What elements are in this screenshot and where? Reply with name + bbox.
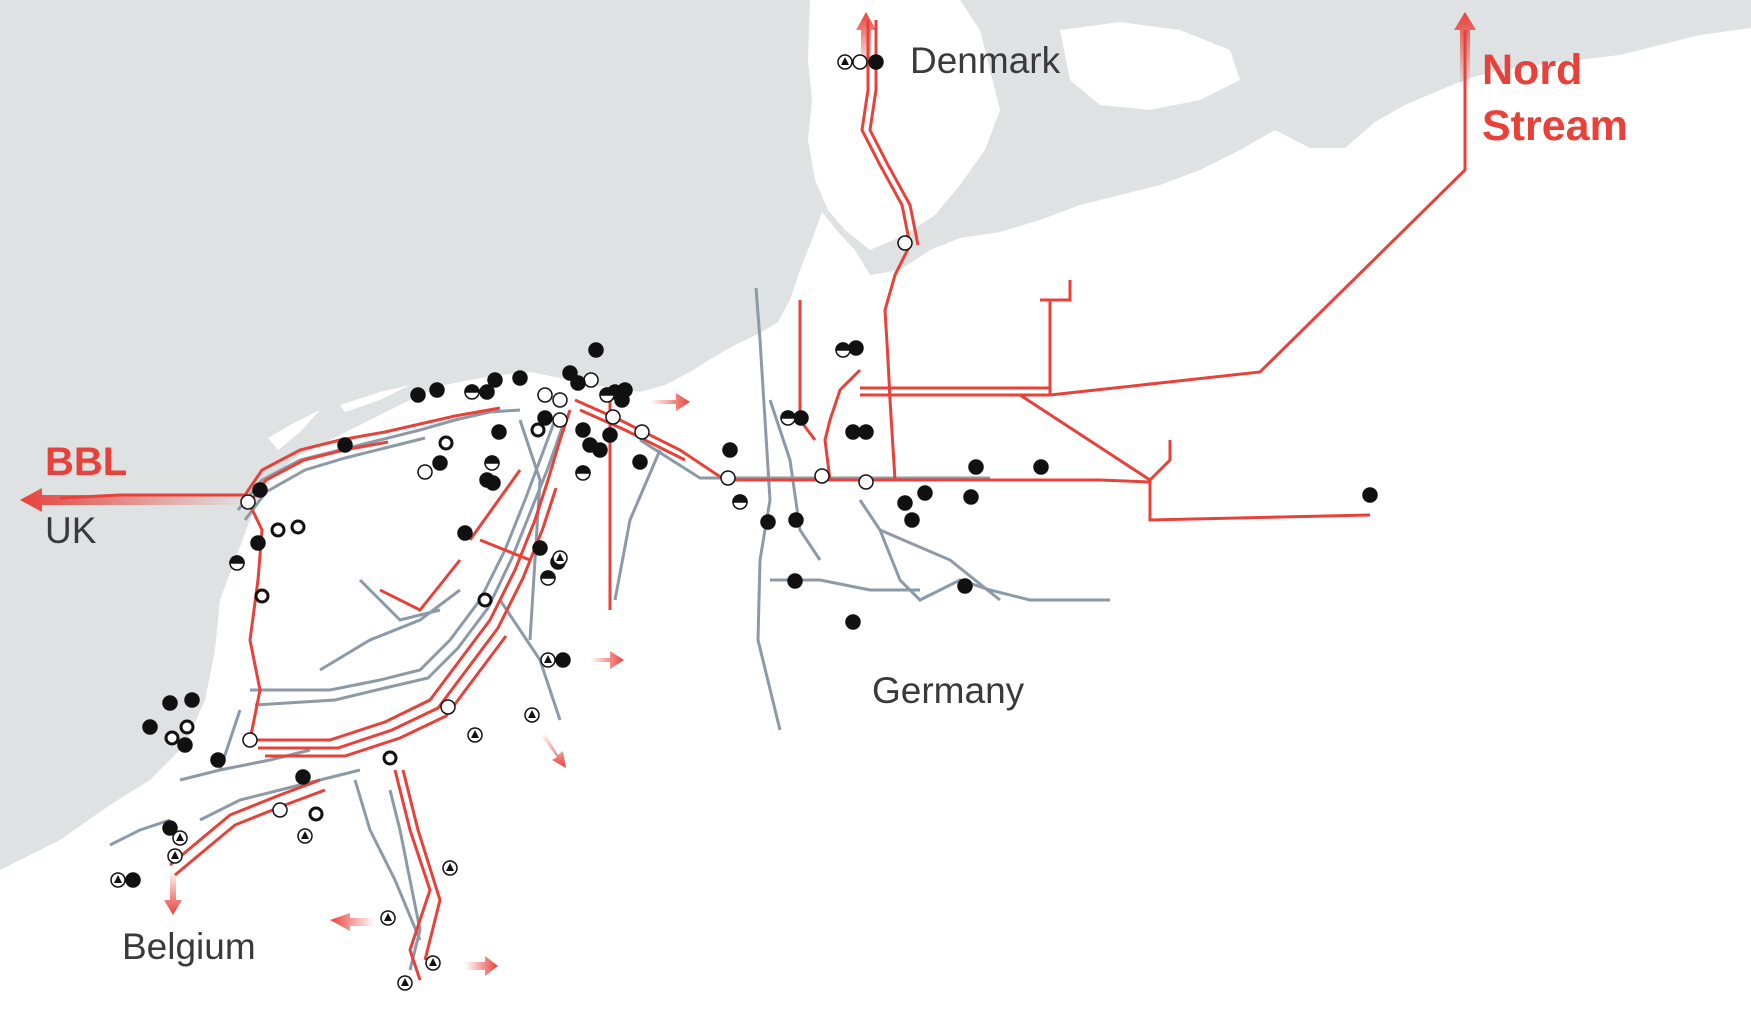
nodes <box>110 54 1378 991</box>
nord-stream-pipeline <box>1049 30 1467 397</box>
belgium-arrow-icon <box>164 870 182 915</box>
germany-label: Germany <box>872 670 1025 711</box>
south-arrow-icon <box>542 733 566 768</box>
land-mainland <box>0 28 1751 1009</box>
nord-stream-label-line1: Nord <box>1482 46 1583 94</box>
bbl-arrow-icon <box>20 488 245 512</box>
uk-label: UK <box>45 510 97 551</box>
flow-arrows <box>20 12 1476 976</box>
south-east-arrow-2-icon <box>465 956 498 976</box>
belgium-label: Belgium <box>122 926 256 967</box>
ring-nodes <box>164 422 546 822</box>
nord-stream-label-line2: Stream <box>1482 102 1628 150</box>
nord-stream-label: Nord Stream <box>1482 42 1628 154</box>
east-arrow-icon <box>650 393 690 411</box>
red-pipelines <box>59 20 1467 981</box>
denmark-label: Denmark <box>910 40 1061 81</box>
filled-nodes <box>125 54 1378 888</box>
west-arrow-icon <box>330 913 375 931</box>
triangle-glyphs <box>114 57 849 986</box>
open-nodes <box>240 54 913 818</box>
nord-stream-arrow-icon <box>1454 12 1476 90</box>
land-islands <box>1060 22 1240 110</box>
half-filled-nodes <box>229 342 851 586</box>
bbl-label: BBL <box>45 440 128 484</box>
land-west-islands <box>268 385 410 450</box>
south-east-arrow-icon <box>590 651 624 669</box>
